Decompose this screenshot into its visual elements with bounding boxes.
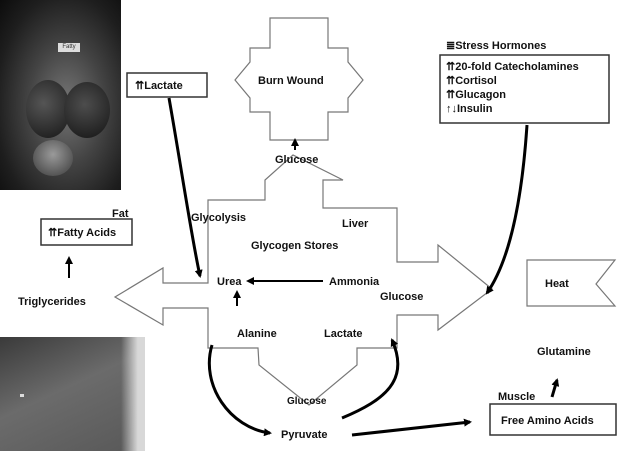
alanine-to-pyruvate-arrow	[207, 344, 272, 437]
stress-item-arrows: ↑↓	[446, 103, 457, 115]
urea-label: Urea	[217, 276, 242, 288]
stress-item-text: Cortisol	[455, 75, 497, 87]
pyruvate-to-amino-acids-arrow	[351, 418, 472, 437]
free-amino-acids-box	[489, 403, 617, 436]
lactate-box-label: ⇈Lactate	[135, 80, 183, 92]
stress-hormones-header: ≣Stress Hormones	[446, 40, 546, 52]
photo-lobe	[33, 140, 73, 176]
photo-edge	[121, 337, 145, 451]
photo-fleck	[20, 394, 24, 397]
glucose-top-label: Glucose	[275, 154, 318, 166]
fatty-acids-box-label: ⇈Fatty Acids	[48, 227, 116, 239]
photo-tag: Fatty	[58, 43, 80, 52]
fatty-acids-box-text: Fatty Acids	[57, 227, 116, 239]
amino-acids-to-glutamine-arrow	[550, 378, 560, 398]
liver-label: Liver	[342, 218, 369, 230]
stress-item-arrows: ⇈	[446, 89, 455, 101]
stress-item-cortisol: ⇈Cortisol	[446, 75, 497, 87]
burn-wound-label: Burn Wound	[258, 75, 324, 87]
heat-chevron	[526, 259, 617, 307]
photo-organ-right	[64, 82, 110, 138]
fatty-acids-box	[40, 218, 133, 246]
stress-hormones-box	[439, 54, 610, 124]
glucose-right-label: Glucose	[380, 291, 423, 303]
pyruvate-label: Pyruvate	[281, 429, 327, 441]
stress-hormones-icon: ≣	[446, 40, 455, 52]
muscle-tissue-photo	[0, 337, 145, 451]
burn-wound-cross	[234, 17, 364, 141]
alanine-label: Alanine	[237, 328, 277, 340]
photo-organ-left	[26, 80, 70, 138]
stress-item-text: Insulin	[457, 103, 493, 115]
stress-item-text: Glucagon	[455, 89, 506, 101]
glycolysis-label: Glycolysis	[191, 212, 246, 224]
stress-hormones-title: Stress Hormones	[455, 40, 546, 52]
lactate-box	[126, 72, 208, 98]
lactate-center-label: Lactate	[324, 328, 363, 340]
stress-item-catecholamines: ⇈20-fold Catecholamines	[446, 61, 579, 73]
heat-label: Heat	[545, 278, 569, 290]
stress-item-insulin: ↑↓Insulin	[446, 103, 493, 115]
stress-item-arrows: ⇈	[446, 61, 455, 73]
free-amino-acids-label: Free Amino Acids	[501, 415, 594, 427]
lactate-box-text: Lactate	[144, 80, 183, 92]
stress-item-text: 20-fold Catecholamines	[455, 61, 578, 73]
fatty-acids-box-arrows: ⇈	[48, 227, 57, 239]
fat-tissue-photo: Fatty	[0, 0, 121, 190]
glucose-bottom-label: Glucose	[287, 396, 327, 407]
triglycerides-label: Triglycerides	[18, 296, 86, 308]
ammonia-label: Ammonia	[329, 276, 380, 288]
hormones-to-glucose-arrow	[485, 124, 529, 295]
glycogen-stores-label: Glycogen Stores	[251, 240, 338, 252]
glutamine-label: Glutamine	[537, 346, 591, 358]
stress-item-glucagon: ⇈Glucagon	[446, 89, 506, 101]
lactate-box-arrows: ⇈	[135, 80, 144, 92]
fat-label: Fat	[112, 208, 129, 220]
lactate-to-urea-arrow	[167, 97, 203, 278]
muscle-label: Muscle	[498, 391, 535, 403]
pyruvate-to-lactate-arrow	[341, 338, 400, 420]
stress-item-arrows: ⇈	[446, 75, 455, 87]
